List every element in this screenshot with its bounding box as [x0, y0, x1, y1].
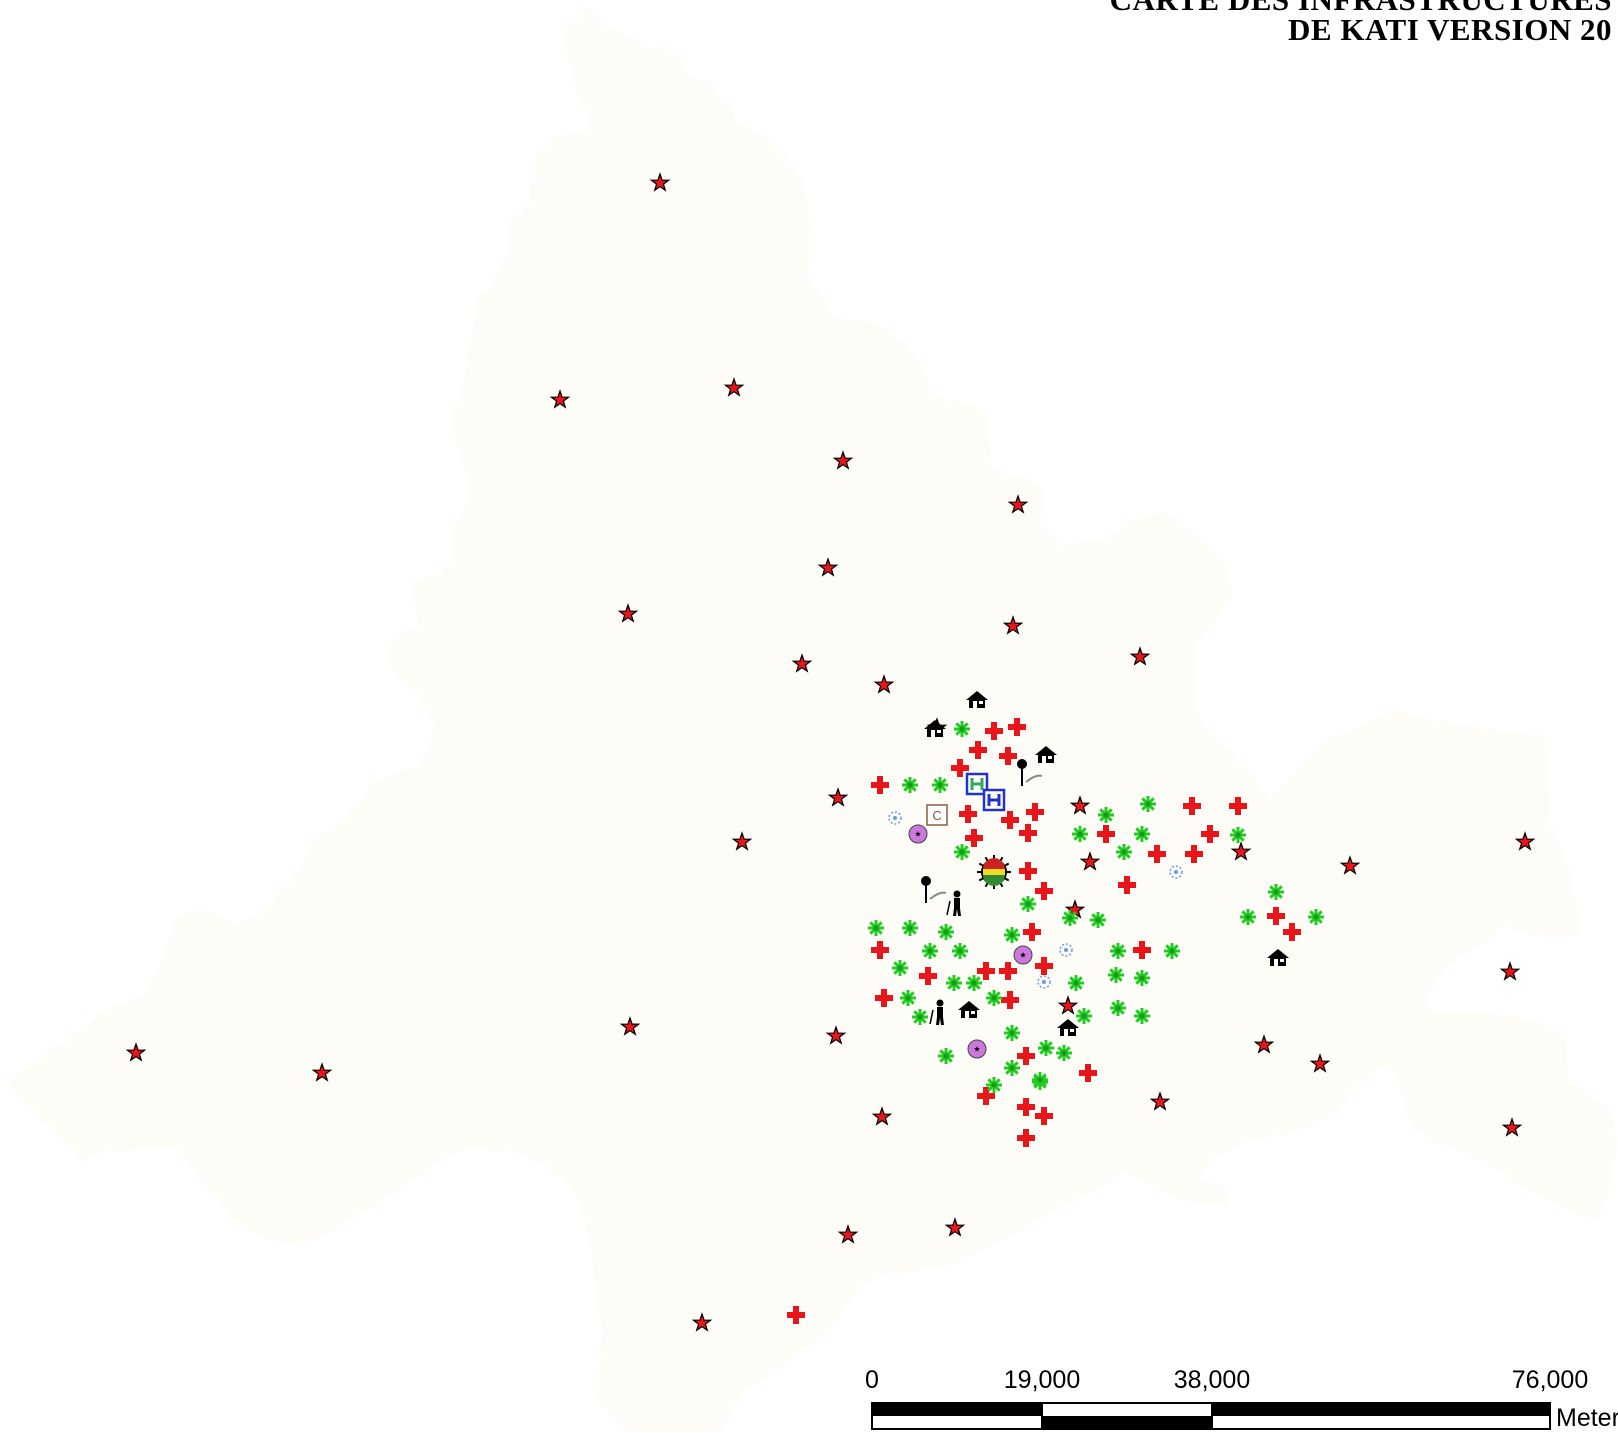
map-title-line-1: CARTE DES INFRASTRUCTURES — [1110, 0, 1612, 18]
green-asterisk-icon — [1230, 827, 1246, 843]
green-asterisk-icon — [932, 777, 948, 793]
green-asterisk-icon — [922, 943, 938, 959]
green-asterisk-icon — [1116, 844, 1132, 860]
green-asterisk-icon — [938, 924, 954, 940]
green-asterisk-icon — [1098, 807, 1114, 823]
scale-seg-bottom-2 — [1042, 1416, 1212, 1429]
scale-tick-76000: 76,000 — [1511, 1366, 1589, 1394]
green-asterisk-icon — [938, 1048, 954, 1064]
green-asterisk-icon — [868, 920, 884, 936]
green-asterisk-icon — [1268, 884, 1284, 900]
green-asterisk-icon — [1134, 826, 1150, 842]
person-icon — [929, 999, 944, 1025]
green-asterisk-icon — [900, 990, 916, 1006]
green-asterisk-icon — [966, 975, 982, 991]
house-icon — [1057, 1019, 1079, 1036]
green-asterisk-icon — [1108, 967, 1124, 983]
scale-tick-38000: 38,000 — [1173, 1366, 1251, 1394]
purple-circle-star-icon — [908, 824, 928, 844]
purple-circle-star-icon — [967, 1039, 987, 1059]
green-asterisk-icon — [1004, 927, 1020, 943]
green-asterisk-icon — [1020, 896, 1036, 912]
green-asterisk-icon — [954, 721, 970, 737]
green-asterisk-icon — [912, 1009, 928, 1025]
green-asterisk-icon — [954, 844, 970, 860]
green-asterisk-icon — [1308, 909, 1324, 925]
region-outline — [8, 8, 1618, 1432]
house-icon — [1035, 746, 1057, 763]
green-asterisk-icon — [1004, 1060, 1020, 1076]
green-asterisk-icon — [1164, 943, 1180, 959]
map-title-line-2: DE KATI VERSION 20 — [1288, 12, 1612, 47]
green-asterisk-icon — [1068, 975, 1084, 991]
sun-emblem-icon — [977, 855, 1011, 889]
blue-snowflake-icon — [1037, 975, 1051, 989]
green-asterisk-icon — [1004, 1025, 1020, 1041]
blue-snowflake-icon — [1059, 943, 1073, 957]
tree-icon — [921, 876, 947, 903]
green-asterisk-icon — [1038, 1040, 1054, 1056]
green-asterisk-icon — [986, 1077, 1002, 1093]
green-asterisk-icon — [1032, 1072, 1048, 1088]
green-asterisk-icon — [1110, 943, 1126, 959]
special-markers: C — [888, 691, 1289, 1059]
green-asterisk-icon — [952, 943, 968, 959]
letter-c-box-icon: C — [926, 804, 948, 826]
scale-tick-19000: 19,000 — [1003, 1366, 1081, 1394]
svg-text:C: C — [932, 808, 941, 823]
house-icon — [924, 720, 946, 737]
green-asterisk-icon — [892, 960, 908, 976]
green-asterisk-icon — [1240, 909, 1256, 925]
scale-bar — [871, 1402, 1551, 1430]
hospital-icon — [982, 788, 1006, 812]
blue-snowflake-icon — [888, 811, 902, 825]
green-asterisk-icon — [902, 920, 918, 936]
green-asterisk-icon — [1076, 1008, 1092, 1024]
green-asterisk-icon — [1090, 912, 1106, 928]
green-markers — [868, 721, 1324, 1093]
green-asterisk-icon — [946, 975, 962, 991]
red-star-icon — [1500, 962, 1520, 980]
green-asterisk-icon — [1110, 1000, 1126, 1016]
purple-circle-star-icon — [1013, 945, 1033, 965]
house-icon — [1267, 949, 1289, 966]
house-icon — [958, 1001, 980, 1018]
house-icon — [966, 691, 988, 708]
green-asterisk-icon — [902, 777, 918, 793]
green-asterisk-icon — [1134, 1008, 1150, 1024]
green-asterisk-icon — [1056, 1045, 1072, 1061]
scale-seg-top-1 — [872, 1403, 1042, 1416]
green-asterisk-icon — [1062, 910, 1078, 926]
blue-snowflake-icon — [1169, 865, 1183, 879]
person-icon — [946, 890, 961, 916]
green-asterisk-icon — [986, 990, 1002, 1006]
hospital-icon — [965, 772, 989, 796]
scale-tick-0: 0 — [865, 1366, 879, 1394]
green-asterisk-icon — [1140, 796, 1156, 812]
tree-icon — [1017, 759, 1043, 786]
green-asterisk-icon — [1072, 826, 1088, 842]
scale-seg-top-3 — [1212, 1403, 1550, 1416]
green-asterisk-icon — [1134, 970, 1150, 986]
scale-unit: Meters — [1556, 1404, 1618, 1432]
